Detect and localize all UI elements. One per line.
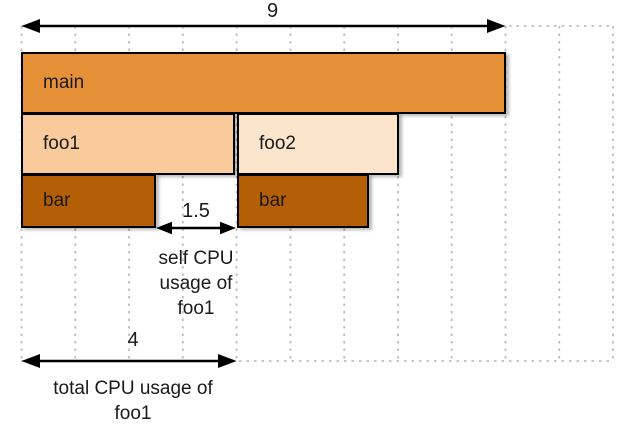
total-width-value-label: 9 (266, 0, 279, 22)
frame-main-label: main (43, 72, 85, 93)
total-cpu-value-label: 4 (127, 329, 139, 351)
self-cpu-caption: self CPU usage of foo1 (158, 248, 234, 319)
frame-bar1-label: bar (43, 190, 71, 211)
frame-foo2-label: foo2 (259, 133, 296, 154)
frame-foo1: foo1 (21, 113, 235, 175)
frame-foo1-label: foo1 (43, 133, 80, 154)
frame-bar-under-foo1: bar (21, 174, 156, 228)
self-cpu-value-label: 1.5 (182, 200, 210, 222)
frame-bar-under-foo2: bar (237, 174, 369, 228)
self-cpu-arrow (156, 221, 236, 235)
total-cpu-caption: total CPU usage of foo1 (53, 378, 213, 424)
total-cpu-arrow (21, 354, 237, 368)
frame-bar2-label: bar (259, 190, 287, 211)
frame-main: main (21, 52, 506, 114)
frame-foo2: foo2 (237, 113, 399, 175)
total-width-arrow (21, 19, 506, 33)
